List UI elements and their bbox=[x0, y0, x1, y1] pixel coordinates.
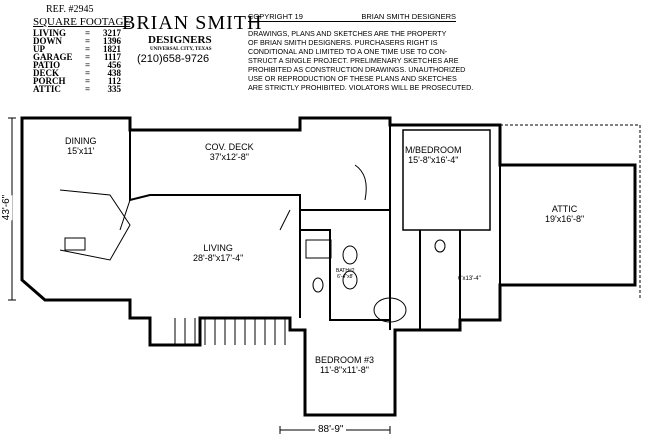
width-dimension: 88'-9" bbox=[315, 424, 347, 435]
copyright-line: COPYRIGHT 19 BRIAN SMITH DESIGNERS bbox=[248, 12, 456, 22]
room-living: LIVING 28'-8"x17'-4" bbox=[193, 243, 243, 263]
sf-equals: = bbox=[85, 60, 91, 70]
copyright-owner: BRIAN SMITH DESIGNERS bbox=[361, 12, 456, 21]
sf-label: ATTIC bbox=[33, 84, 61, 94]
sf-equals: = bbox=[85, 44, 91, 54]
sf-value: 3217 bbox=[103, 28, 121, 38]
phone-number: (210)658-9726 bbox=[137, 53, 210, 65]
room-bedroom-3: BEDROOM #3 11'-8"x11'-8" bbox=[315, 355, 374, 375]
room-bath-2: BATH#2 6'-4"x8' bbox=[336, 268, 355, 280]
room-size: 6'-4"x8' bbox=[337, 274, 354, 280]
sf-equals: = bbox=[85, 68, 91, 78]
legal-line: OF BRIAN SMITH DESIGNERS. PURCHASERS RIG… bbox=[248, 38, 438, 47]
sf-label: LIVING bbox=[33, 28, 67, 38]
square-footage-row: UP = 1821 bbox=[33, 44, 121, 54]
sf-equals: = bbox=[85, 76, 91, 86]
square-footage-row: DOWN = 1396 bbox=[33, 36, 121, 46]
sf-label: DECK bbox=[33, 68, 60, 78]
square-footage-row: LIVING = 3217 bbox=[33, 28, 121, 38]
room-size: 37'x12'-8" bbox=[209, 152, 249, 162]
depth-dimension: 43'-6" bbox=[1, 194, 13, 221]
room-dining: DINING 15'x11' bbox=[65, 136, 97, 156]
room-name: BATH#2 bbox=[336, 268, 355, 274]
dimension-lines bbox=[8, 117, 391, 434]
room-size: 15'-8"x16'-4" bbox=[408, 155, 459, 165]
legal-line: PROHIBITED AS CONSTRUCTION DRAWINGS. UNA… bbox=[248, 65, 466, 74]
square-footage-row: ATTIC = 335 bbox=[33, 84, 122, 94]
room-size: 28'-8"x17'-4" bbox=[193, 253, 244, 263]
room-name: BEDROOM #3 bbox=[315, 355, 375, 365]
room-name: DINING bbox=[65, 136, 97, 146]
room-name: M/BEDROOM bbox=[405, 145, 462, 155]
legal-line: USE OR REPRODUCTION OF THESE PLANS AND S… bbox=[248, 74, 457, 83]
legal-notice: DRAWINGS, PLANS AND SKETCHES ARE THE PRO… bbox=[248, 29, 528, 92]
sf-label: UP bbox=[33, 44, 45, 54]
sf-value: 1821 bbox=[103, 44, 121, 54]
sf-label: GARAGE bbox=[33, 52, 73, 62]
sf-equals: = bbox=[85, 52, 91, 62]
square-footage-row: PORCH = 112 bbox=[33, 76, 121, 86]
room-size: 19'x16'-8" bbox=[545, 214, 585, 224]
sf-value: 438 bbox=[107, 68, 122, 78]
room-master-bedroom: M/BEDROOM 15'-8"x16'-4" bbox=[405, 145, 462, 165]
room-size: 15'x11' bbox=[67, 146, 95, 156]
legal-line: ARE STRICTLY PROHIBITED. VIOLATORS WILL … bbox=[248, 83, 474, 92]
sf-label: PORCH bbox=[33, 76, 66, 86]
exterior-walls bbox=[20, 116, 637, 417]
legal-line: STRUCT A SINGLE PROJECT. PRELIMENARY SKE… bbox=[248, 56, 459, 65]
square-footage-row: DECK = 438 bbox=[33, 68, 122, 78]
room-attic: ATTIC 19'x16'-8" bbox=[545, 204, 584, 224]
interior-walls bbox=[129, 125, 501, 330]
sf-equals: = bbox=[85, 28, 91, 38]
room-name: COV. DECK bbox=[205, 142, 254, 152]
sf-value: 335 bbox=[107, 84, 122, 94]
sf-value: 456 bbox=[107, 60, 122, 70]
room-size: 11'-8"x11'-8" bbox=[319, 365, 370, 375]
sf-value: 112 bbox=[107, 76, 121, 86]
sf-label: DOWN bbox=[33, 36, 62, 46]
sf-value: 1396 bbox=[103, 36, 121, 46]
closet-size: 6'x13'-4" bbox=[458, 276, 481, 282]
brand-subtitle: DESIGNERS bbox=[148, 34, 212, 46]
legal-line: CONDITIONAL AND LIMITED TO A ONE TIME US… bbox=[248, 47, 448, 56]
brand-city: UNIVERSAL CITY, TEXAS bbox=[150, 47, 212, 52]
legal-line: DRAWINGS, PLANS AND SKETCHES ARE THE PRO… bbox=[248, 29, 447, 38]
brand-name: BRIAN SMITH bbox=[122, 12, 263, 34]
room-name: ATTIC bbox=[551, 204, 578, 214]
sf-label: PATIO bbox=[33, 60, 61, 70]
sf-equals: = bbox=[85, 36, 91, 46]
square-footage-row: GARAGE = 1117 bbox=[33, 52, 121, 62]
reference-number: REF. #2945 bbox=[46, 4, 94, 15]
sf-value: 1117 bbox=[103, 52, 121, 62]
square-footage-row: PATIO = 456 bbox=[33, 60, 122, 70]
room-name: LIVING bbox=[203, 243, 233, 253]
copyright-label: COPYRIGHT 19 bbox=[248, 12, 303, 21]
sf-equals: = bbox=[85, 84, 91, 94]
fixtures bbox=[59, 124, 641, 345]
square-footage-title: SQUARE FOOTAGE bbox=[33, 16, 131, 28]
room-covered-deck: COV. DECK 37'x12'-8" bbox=[205, 142, 254, 162]
